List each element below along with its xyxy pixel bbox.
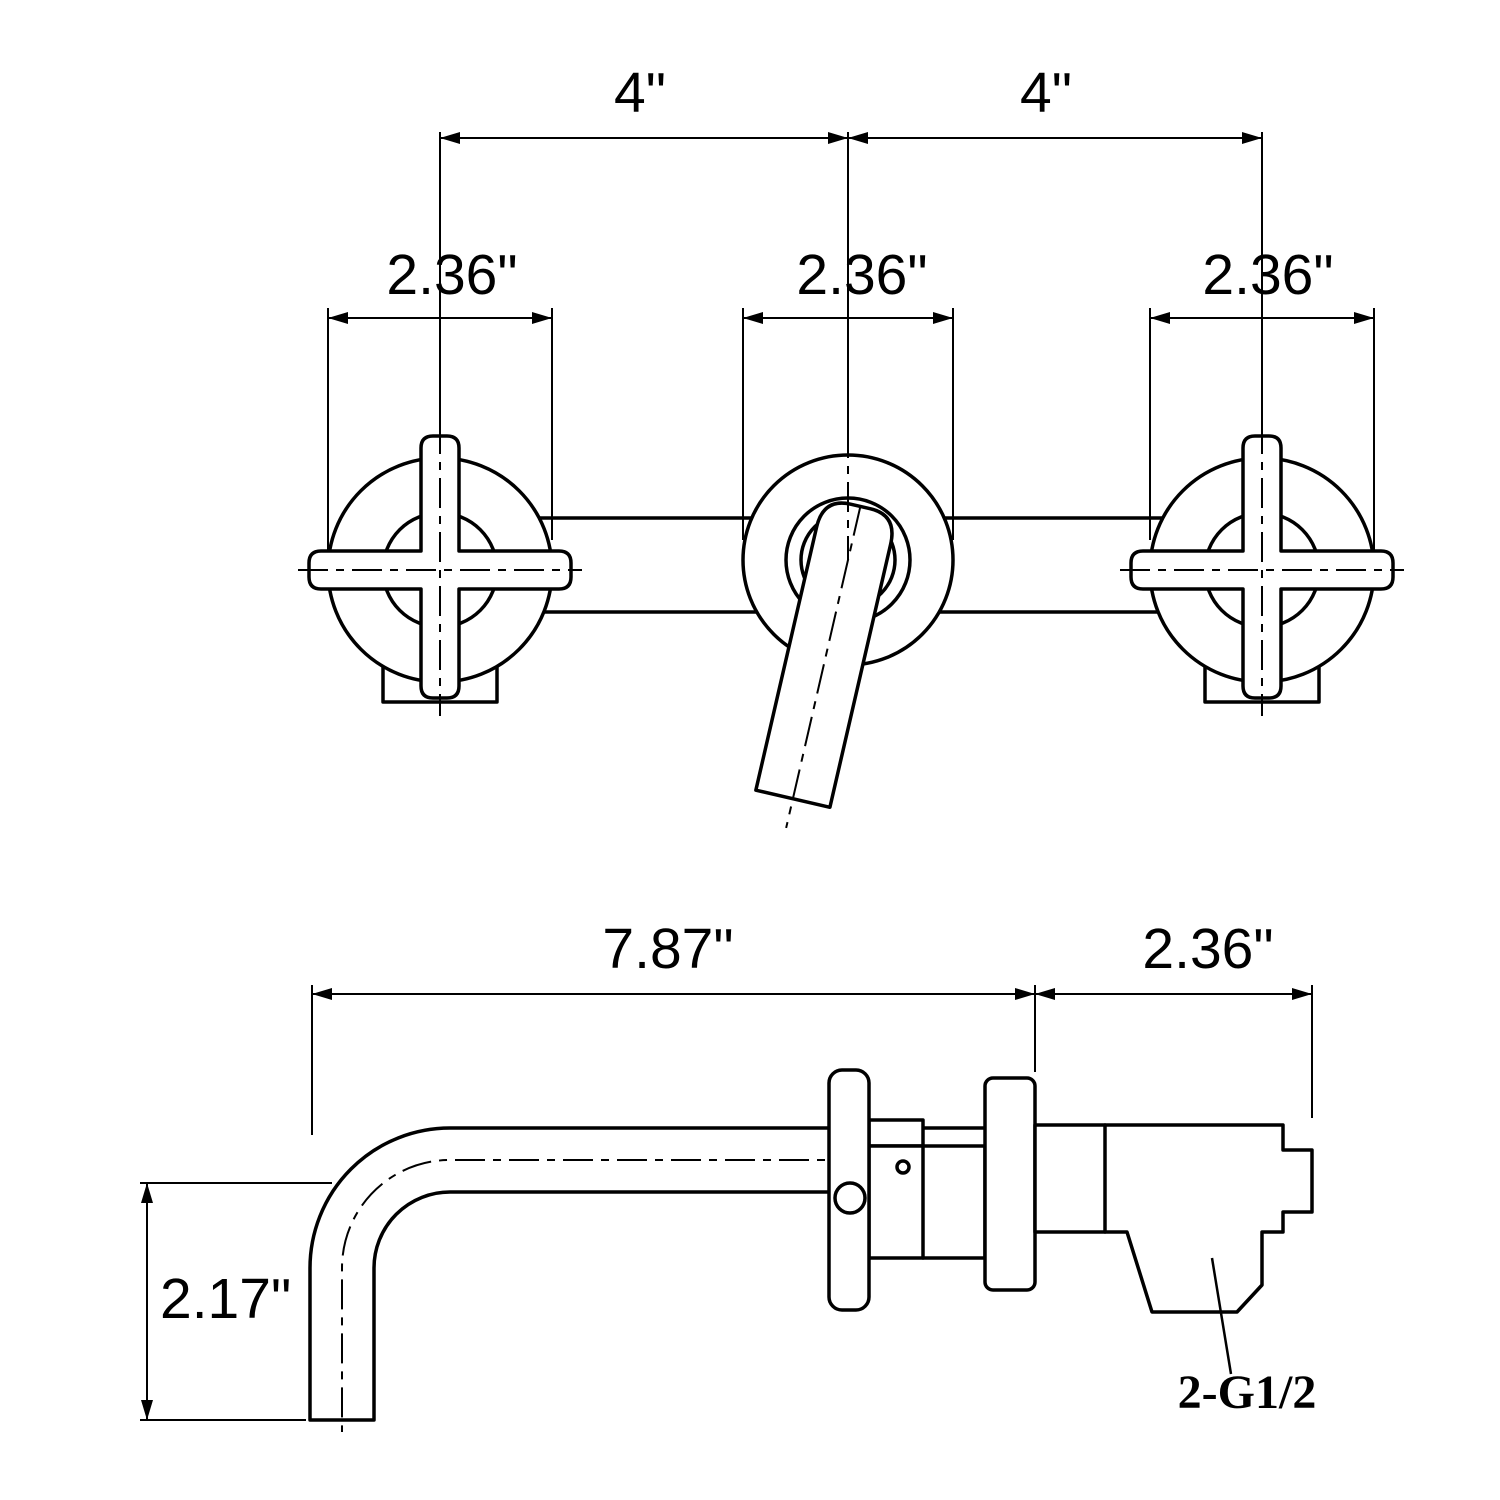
spout-side-centerline (341, 1159, 1025, 1432)
side-drop-dimension: 2.17" (140, 1182, 332, 1421)
left-cross-handle (296, 422, 584, 718)
dim-label-left-handle-width: 2.36" (386, 243, 517, 307)
front-spacing-dimensions: 4" 4" (439, 61, 1263, 445)
dim-label-right-spacing: 4" (1020, 61, 1072, 125)
front-width-dimensions: 2.36" 2.36" 2.36" (327, 243, 1375, 552)
wall-flange (983, 1076, 1037, 1292)
valve-body (1033, 1123, 1314, 1314)
center-spout-front (741, 428, 955, 829)
front-view: 4" 4" 2.36" 2.36" 2.36" (296, 61, 1406, 829)
dim-label-spout-drop: 2.17" (160, 1267, 291, 1331)
dim-label-valve-depth: 2.36" (1142, 917, 1273, 981)
connection-label: 2-G1/2 (1178, 1366, 1317, 1419)
dim-label-spout-width: 2.36" (796, 243, 927, 307)
dim-label-right-handle-width: 2.36" (1202, 243, 1333, 307)
dim-label-spout-reach: 7.87" (602, 917, 733, 981)
connection-leader-line (1210, 1257, 1233, 1375)
side-depth-dimension: 2.36" (1035, 917, 1313, 1118)
dim-label-left-spacing: 4" (614, 61, 666, 125)
cartridge-step (867, 1118, 925, 1148)
spout-front (754, 501, 894, 810)
set-screw (895, 1159, 911, 1175)
cartridge-body (867, 1144, 987, 1260)
right-cross-handle (1118, 422, 1406, 718)
side-reach-dimension: 7.87" (311, 917, 1036, 1135)
handle-pivot-ball (833, 1181, 867, 1215)
side-view: 2-G1/2 7.87" 2.36" 2.17" (140, 917, 1316, 1432)
